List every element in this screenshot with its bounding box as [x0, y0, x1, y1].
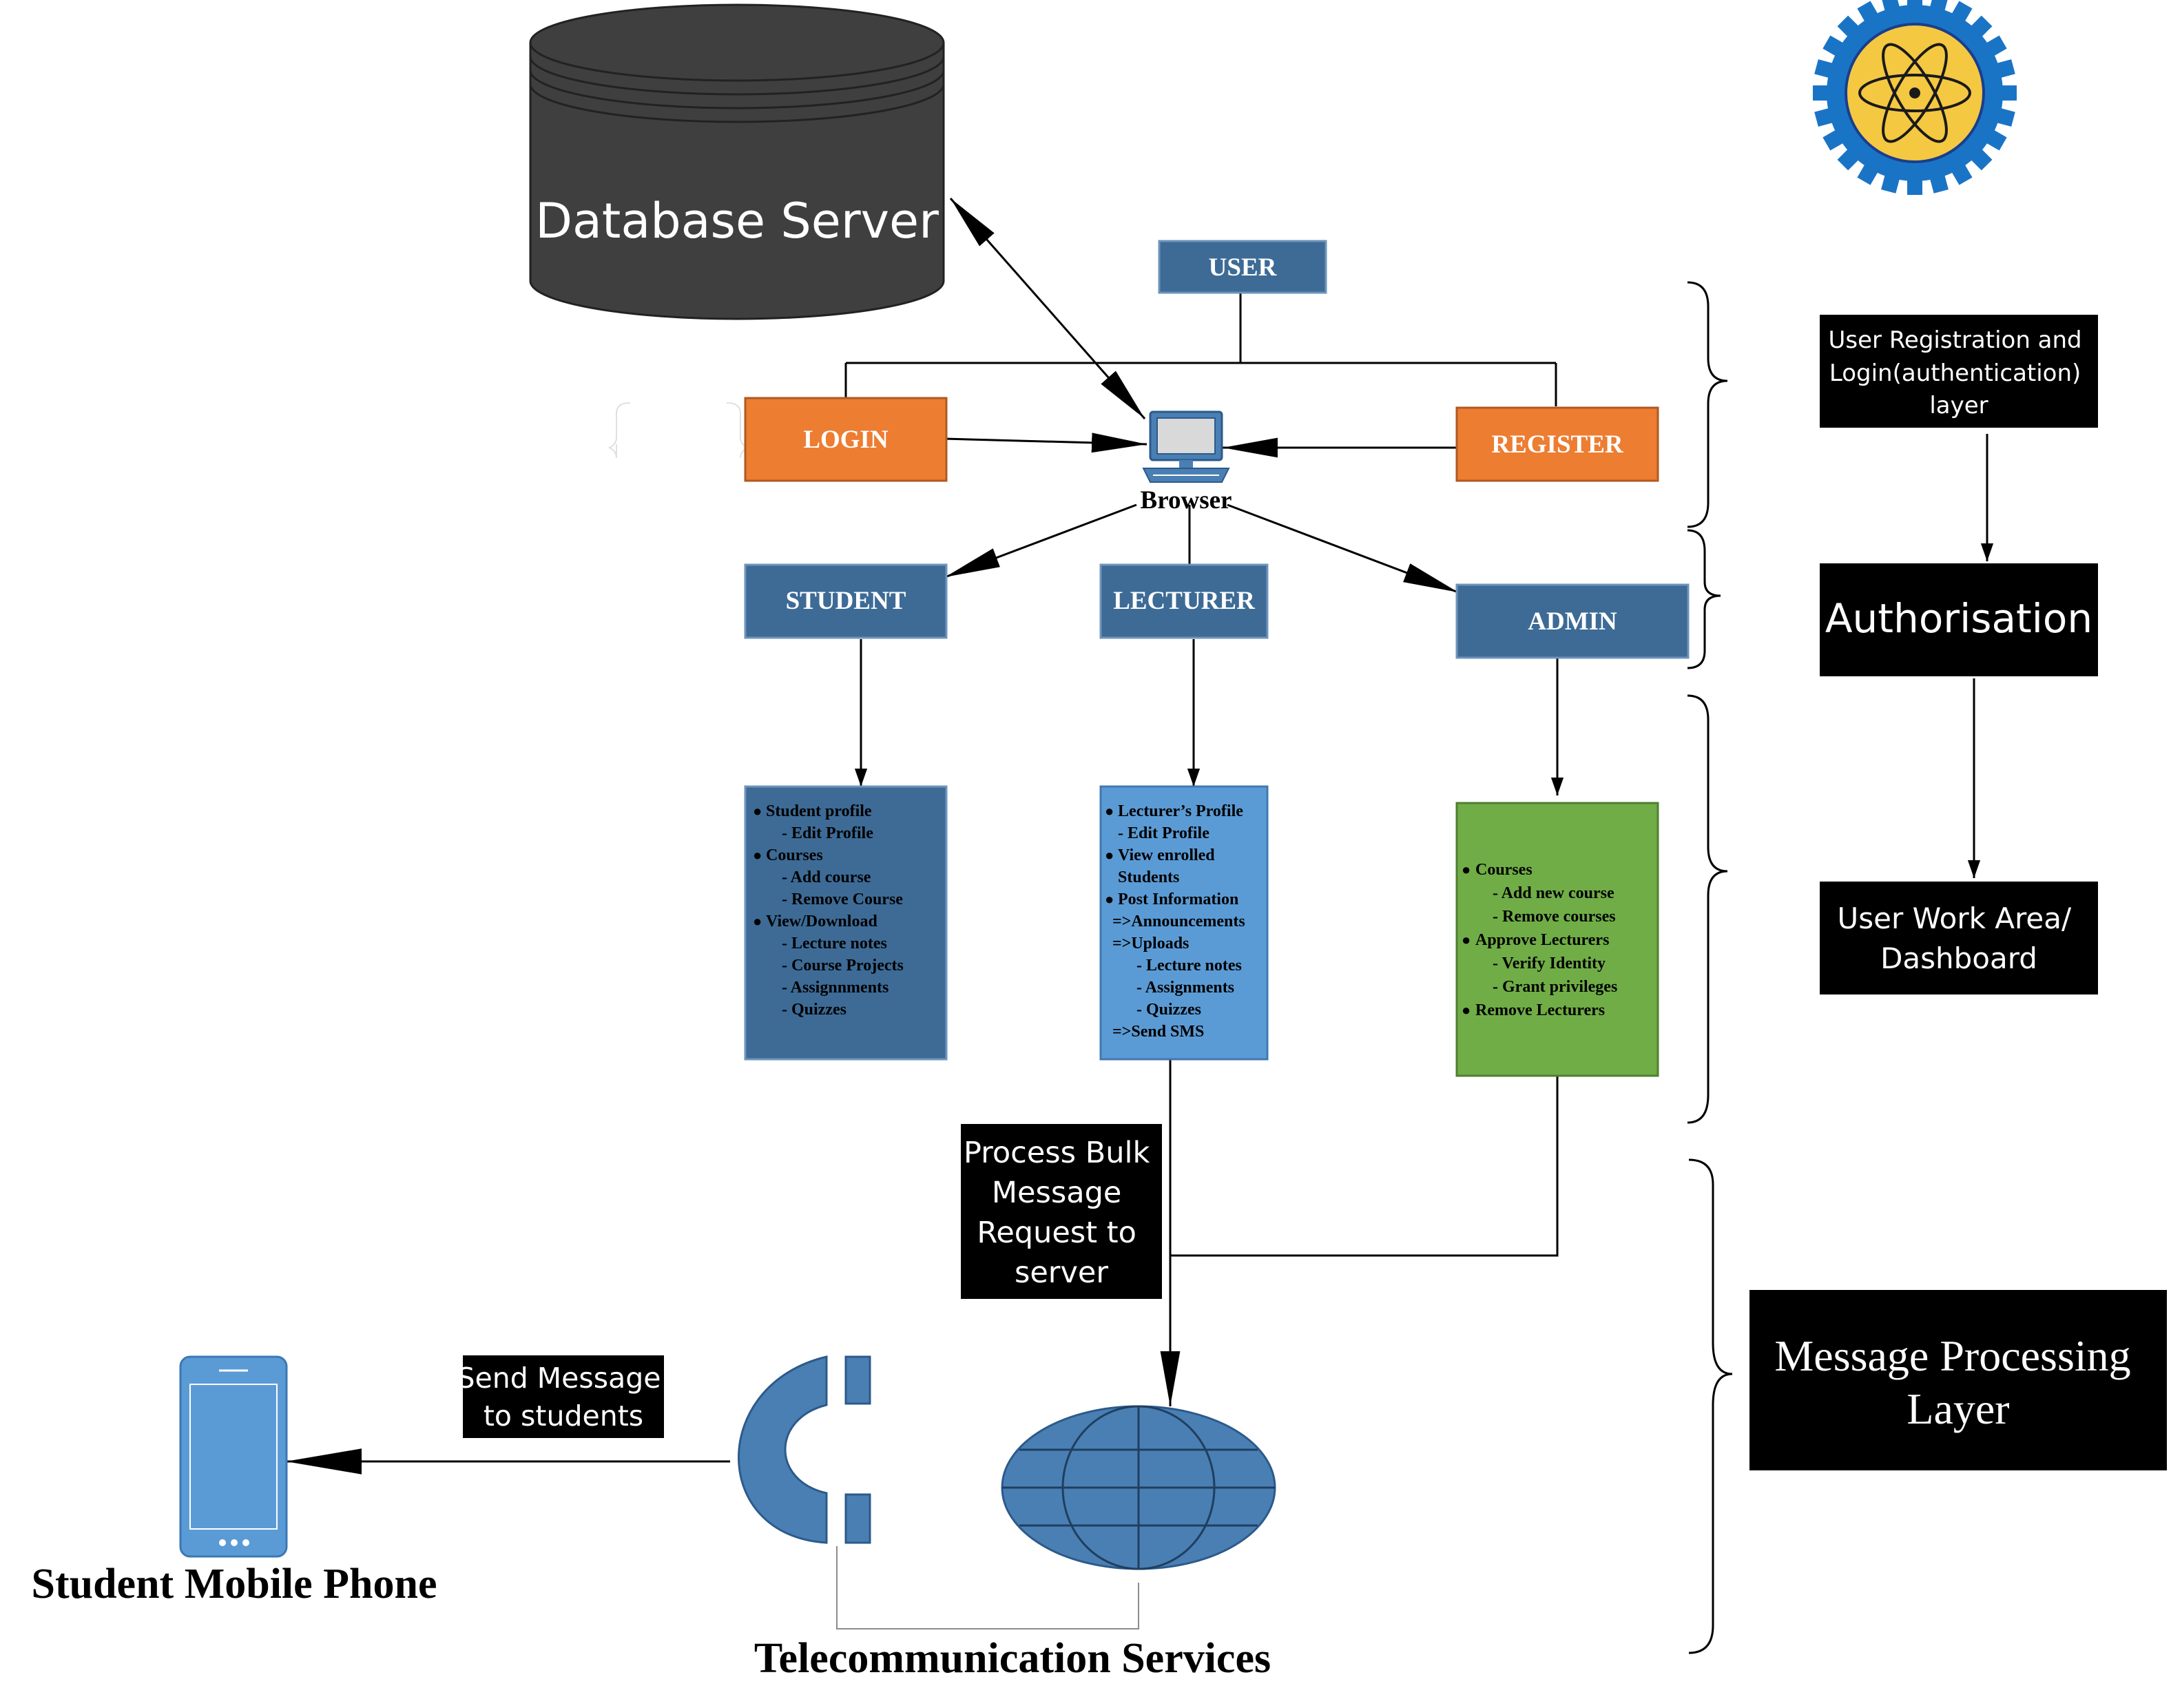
list-item: - Remove Course — [782, 891, 903, 908]
layer-line: Dashboard — [1880, 941, 2037, 975]
database-icon — [529, 3, 945, 320]
list-item: View enrolled — [1118, 846, 1215, 864]
send-line: Send Message — [457, 1362, 661, 1395]
layer-authorisation: Authorisation — [1820, 563, 2098, 676]
list-item: - Lecture notes — [782, 935, 887, 952]
list-item: - Add new course — [1493, 884, 1614, 902]
computer-icon — [1142, 410, 1230, 483]
login-label: LOGIN — [803, 426, 889, 454]
bulk-line: Message — [992, 1176, 1121, 1210]
layer-line: User Work Area/ — [1838, 902, 2072, 935]
list-item: Courses — [766, 846, 823, 864]
authorisation-label: Authorisation — [1825, 595, 2092, 642]
layer-message-processing: Message Processing Layer — [1749, 1290, 2167, 1470]
svg-text:User Registration and Lo: User Registration and Login(authenticati… — [1829, 326, 2090, 419]
list-item: - Quizzes — [782, 1001, 846, 1019]
login-node: LOGIN — [744, 397, 948, 482]
bulk-line: server — [1015, 1256, 1108, 1290]
database-label: Database Server — [535, 193, 939, 249]
list-item: - Assignments — [1136, 979, 1234, 997]
layer-dashboard: User Work Area/ Dashboard — [1820, 882, 2098, 994]
list-item: =>Announcements — [1112, 913, 1245, 930]
svg-text:●Student profile - Edit: ●Student profile - Edit Profile ●Courses… — [753, 802, 908, 1019]
brace-auth — [1687, 281, 1728, 528]
mobile-label: Student Mobile Phone — [31, 1561, 437, 1607]
list-item: Student profile — [766, 802, 872, 820]
layer-line: Layer — [1907, 1384, 2009, 1433]
lecturer-node: LECTURER — [1099, 563, 1269, 639]
arrows — [286, 198, 1994, 1475]
svg-text:Process Bulk Message: Process Bulk Message Request to server — [964, 1136, 1159, 1290]
admin-panel: ●Courses - Add new course - Remove cours… — [1455, 802, 1659, 1077]
student-panel: ●Student profile - Edit Profile ●Courses… — [744, 785, 948, 1061]
user-label: USER — [1209, 253, 1278, 282]
layer-braces — [1687, 281, 1733, 1654]
list-item: =>Uploads — [1112, 935, 1189, 952]
register-label: REGISTER — [1491, 430, 1624, 459]
svg-text:User Work Area/ Dashboar: User Work Area/ Dashboard — [1838, 902, 2081, 975]
admin-node: ADMIN — [1455, 583, 1690, 659]
brace-authorisation — [1687, 529, 1721, 669]
student-node: STUDENT — [744, 563, 948, 639]
brace-dashboard — [1687, 694, 1728, 1124]
list-item: Approve Lecturers — [1475, 931, 1609, 949]
layer-line: Message Processing — [1774, 1331, 2130, 1380]
globe-icon — [1001, 1405, 1276, 1570]
list-item: - Remove courses — [1493, 908, 1616, 926]
list-item: Students — [1118, 868, 1179, 886]
list-item: - Assignnments — [782, 979, 889, 997]
list-item: Courses — [1475, 861, 1533, 879]
list-item: Lecturer’s Profile — [1118, 802, 1243, 820]
browser-node: Browser — [1141, 410, 1232, 514]
bulk-message-label: Process Bulk Message Request to server — [961, 1124, 1162, 1299]
telecom-label: Telecommunication Services — [754, 1635, 1271, 1682]
telephone-icon — [738, 1355, 871, 1544]
svg-text:●Lecturer’s Profile - Ed: ●Lecturer’s Profile - Edit Profile ●View… — [1105, 802, 1249, 1041]
svg-text:Send Message to students: Send Message to students — [457, 1362, 669, 1433]
list-item: - Lecture notes — [1136, 957, 1242, 975]
register-node: REGISTER — [1455, 406, 1659, 482]
send-line: to students — [484, 1399, 643, 1433]
svg-text:●Courses - Add new cours: ●Courses - Add new course - Remove cours… — [1462, 861, 1621, 1019]
list-item: - Grant privileges — [1493, 978, 1617, 996]
list-item: - Edit Profile — [782, 824, 873, 842]
list-item: =>Send SMS — [1112, 1023, 1204, 1041]
database-server: Database Server — [529, 3, 945, 320]
layer-line: User Registration and — [1829, 326, 2082, 354]
list-item: - Add course — [782, 868, 871, 886]
layer-auth: User Registration and Login(authenticati… — [1820, 315, 2098, 428]
lecturer-label: LECTURER — [1113, 587, 1256, 615]
admin-label: ADMIN — [1528, 607, 1617, 636]
lecturer-panel: ●Lecturer’s Profile - Edit Profile ●View… — [1099, 785, 1269, 1061]
list-item: - Edit Profile — [1118, 824, 1209, 842]
list-item: - Quizzes — [1136, 1001, 1201, 1019]
layer-line: layer — [1929, 392, 1988, 419]
send-message-label: Send Message to students — [457, 1355, 669, 1438]
bulk-line: Process Bulk — [964, 1136, 1150, 1170]
list-item: - Course Projects — [782, 957, 904, 975]
list-item: - Verify Identity — [1493, 955, 1606, 972]
user-node: USER — [1158, 240, 1327, 294]
list-item: Post Information — [1118, 891, 1238, 908]
list-item: Remove Lecturers — [1475, 1001, 1605, 1019]
bulk-line: Request to — [977, 1216, 1136, 1250]
brace-message — [1688, 1158, 1733, 1654]
list-item: View/Download — [766, 913, 877, 930]
student-label: STUDENT — [786, 587, 906, 615]
layer-line: Login(authentication) — [1829, 360, 2081, 387]
svg-text:Message Processing Layer: Message Processing Layer — [1774, 1331, 2141, 1433]
atom-gear-logo — [1813, 0, 2017, 195]
student-mobile-phone: Student Mobile Phone — [31, 1355, 437, 1607]
mobile-phone-icon — [179, 1355, 288, 1558]
browser-label: Browser — [1141, 486, 1232, 514]
